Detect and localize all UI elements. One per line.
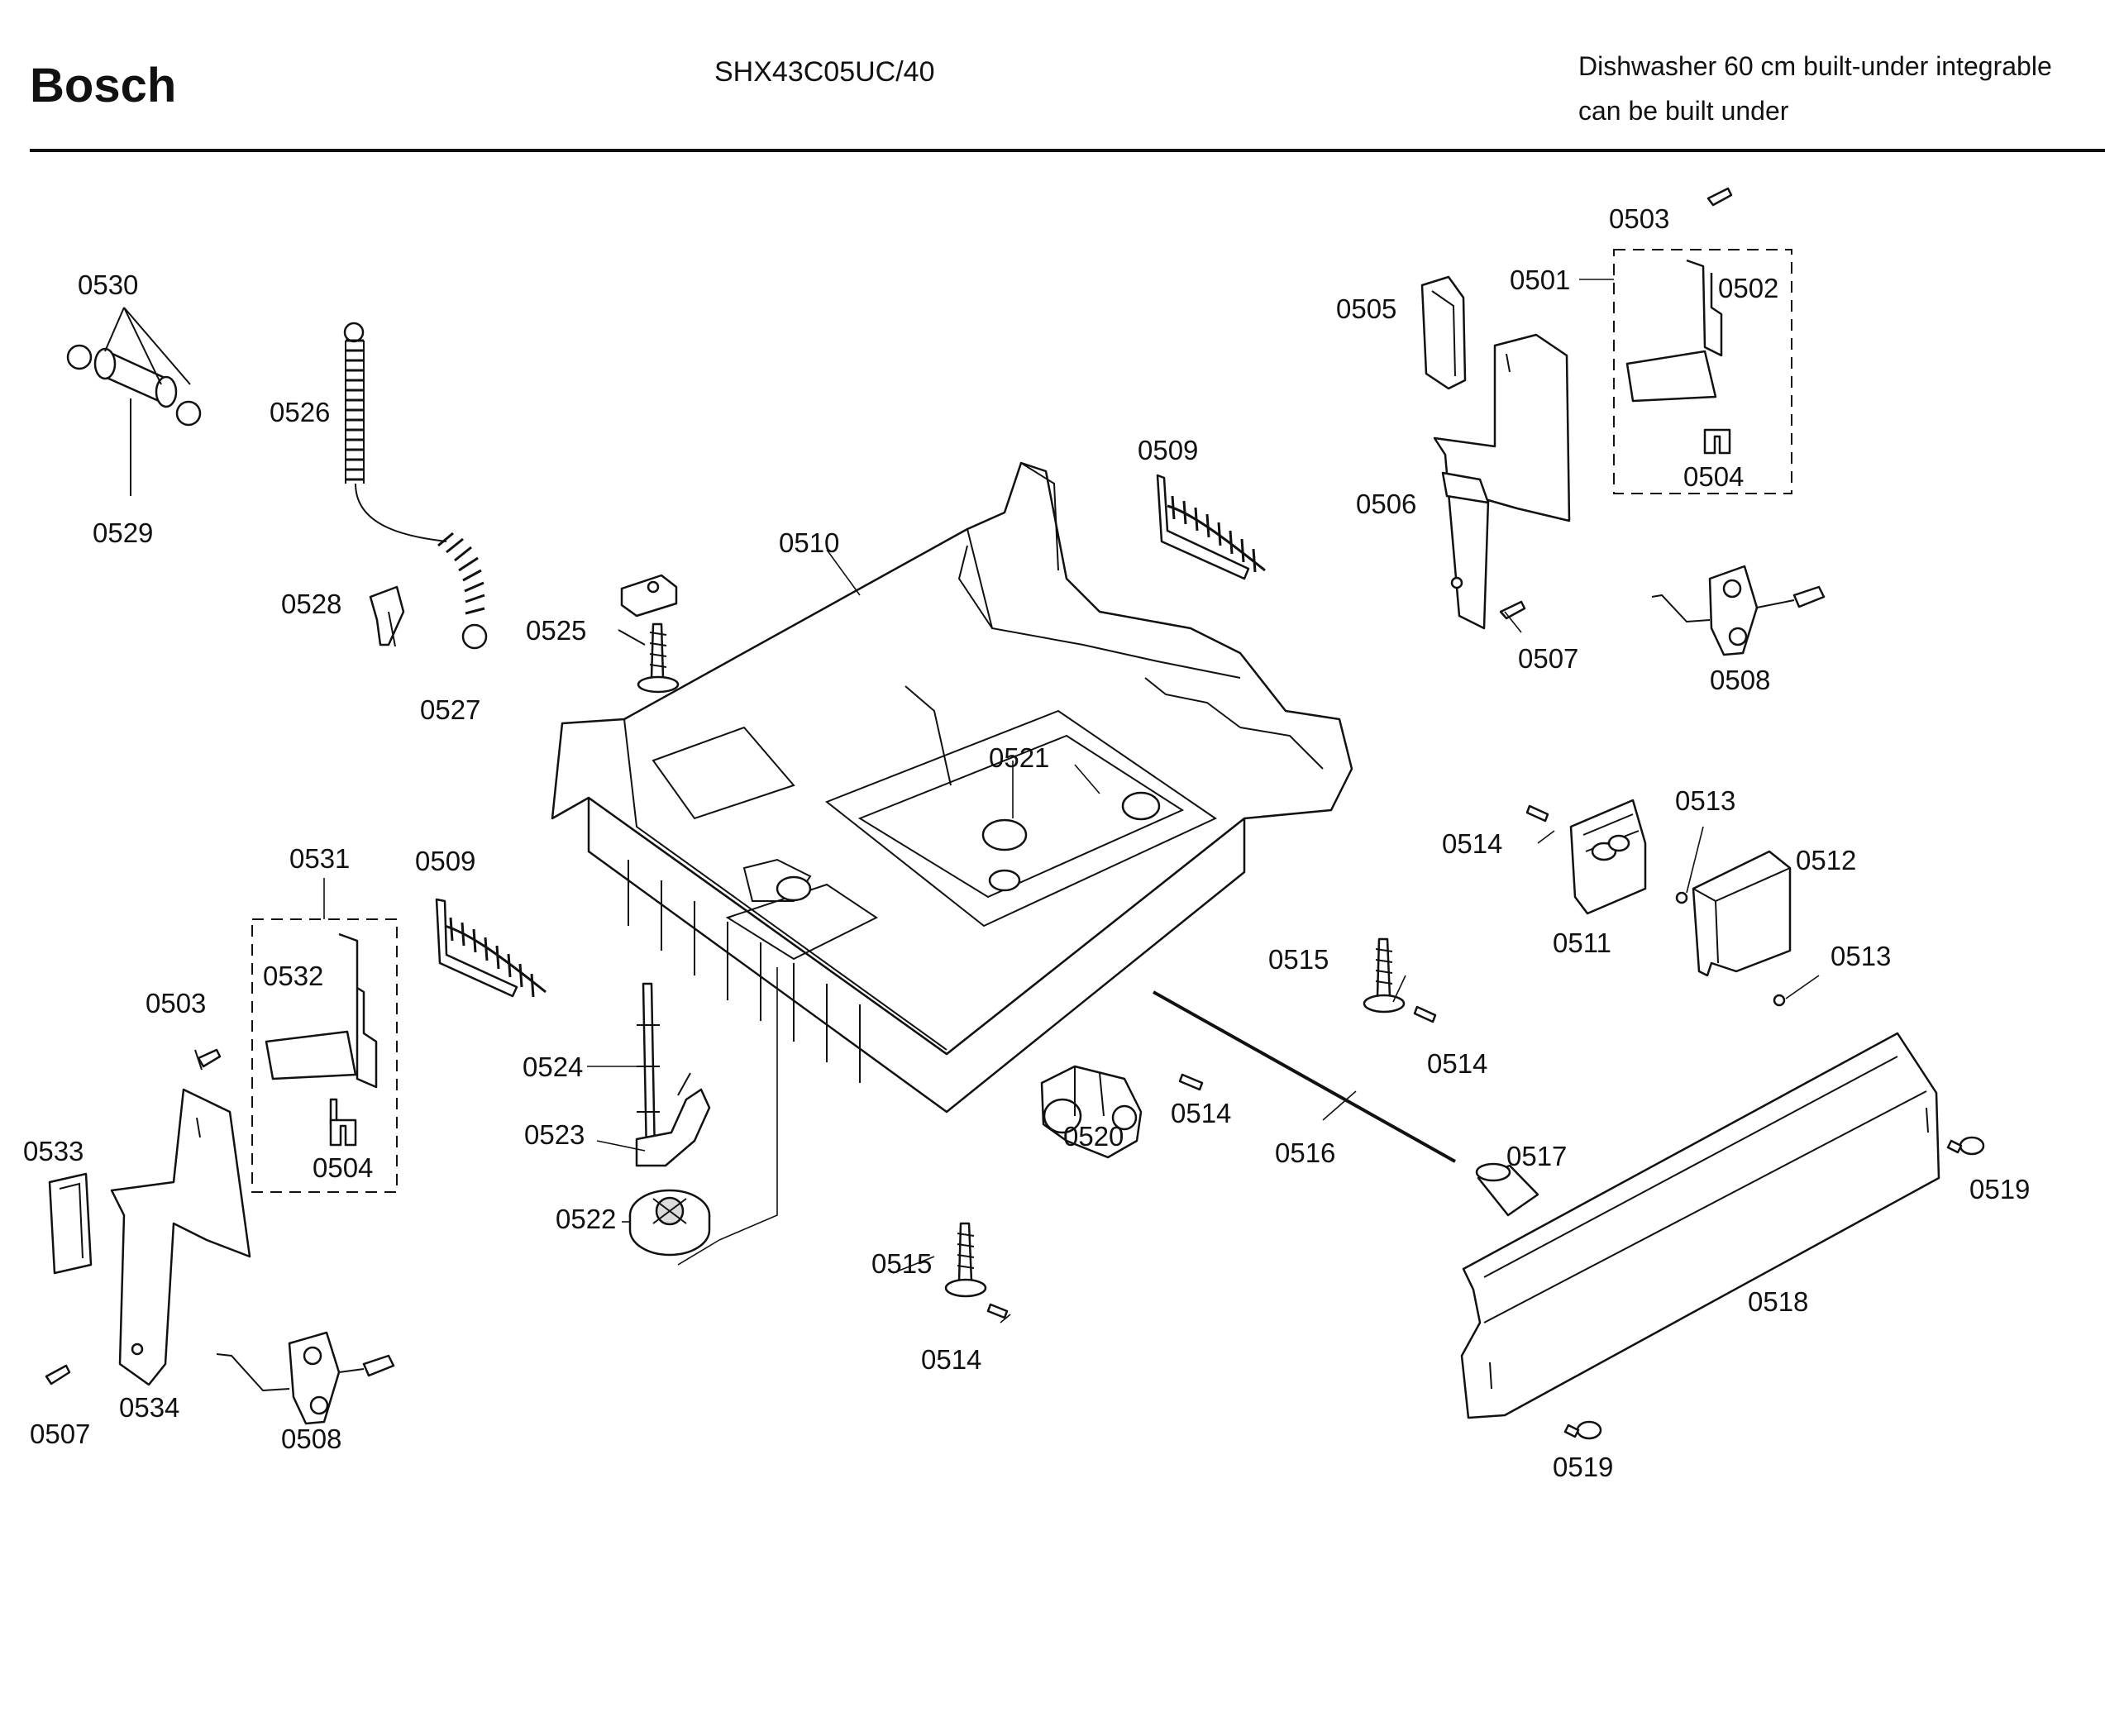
callout-0521: 0521 (989, 742, 1049, 773)
callout-0514-lower: 0514 (921, 1344, 981, 1375)
screw-0503-right (1706, 187, 1733, 207)
callout-0534: 0534 (119, 1392, 179, 1423)
callout-0501: 0501 (1510, 265, 1570, 295)
callout-0504-left: 0504 (313, 1152, 373, 1183)
float-rod-0524 (637, 982, 660, 1159)
door-cover-0533 (48, 1172, 93, 1275)
callout-0514-right: 0514 (1427, 1048, 1487, 1079)
callout-0507-left: 0507 (30, 1419, 90, 1449)
callout-0514-upper: 0514 (1442, 828, 1502, 859)
hinge-bracket-0502 (1625, 259, 1723, 403)
callout-0516: 0516 (1275, 1137, 1335, 1168)
hinge-plate-0534 (110, 1088, 251, 1386)
callout-0511: 0511 (1553, 928, 1611, 958)
kick-panel-0518 (1460, 1032, 1940, 1419)
callout-0509-bottom: 0509 (415, 846, 475, 876)
leader-lines (587, 549, 1820, 1323)
callout-0515-center: 0515 (871, 1248, 932, 1279)
callout-0509-top: 0509 (1138, 435, 1198, 465)
pump-wheel-0522 (628, 1189, 711, 1257)
callout-0508-left: 0508 (281, 1424, 341, 1454)
callout-0512: 0512 (1796, 845, 1856, 875)
door-cover-0505 (1420, 275, 1467, 390)
callout-0513-top: 0513 (1675, 785, 1735, 816)
callout-0525: 0525 (526, 615, 586, 646)
callout-0517: 0517 (1506, 1141, 1567, 1171)
screw-0514-pump (1178, 1073, 1204, 1091)
foot-screw-0525 (618, 574, 680, 694)
screw-0514-right (1413, 1005, 1437, 1023)
drain-hose-0526 (343, 322, 488, 650)
control-bracket-0511 (1569, 799, 1647, 915)
appliance-description-sub: can be built under (1578, 96, 1789, 126)
screw-0503-left (194, 1048, 222, 1071)
base-frame-0510 (551, 461, 1353, 1266)
callout-0526: 0526 (270, 397, 330, 427)
screw-0519-right (1946, 1136, 1985, 1156)
hinge-spring-0509-bottom (435, 898, 547, 998)
callout-0523: 0523 (524, 1119, 585, 1150)
header-divider (30, 149, 2105, 152)
rod-0516 (1153, 990, 1456, 1163)
callout-0522: 0522 (556, 1204, 616, 1234)
callout-0503-right: 0503 (1609, 203, 1669, 234)
callout-0531: 0531 (289, 843, 350, 874)
hose-connector-0529 (66, 307, 202, 496)
brand-title: Bosch (30, 59, 177, 112)
callout-0529: 0529 (93, 517, 153, 548)
screw-0514-upper (1525, 804, 1549, 823)
callout-0514-pump: 0514 (1171, 1098, 1231, 1128)
callout-labels: 0501 0502 0503 0503 0504 0504 0505 0506 … (23, 203, 2030, 1482)
screw-0513-bottom (1773, 994, 1786, 1007)
callout-0519-bottom: 0519 (1553, 1452, 1613, 1482)
callout-0527: 0527 (420, 694, 480, 725)
callout-0518: 0518 (1748, 1286, 1808, 1317)
hinge-bracket-0532 (265, 932, 378, 1126)
callout-0506: 0506 (1356, 489, 1416, 519)
callout-0524: 0524 (523, 1052, 583, 1082)
callout-0508-right: 0508 (1710, 665, 1770, 695)
float-switch-0523 (635, 1072, 711, 1167)
callout-0502: 0502 (1718, 273, 1778, 303)
appliance-description: Dishwasher 60 cm built-under integrable (1578, 51, 2052, 81)
callout-0503-left: 0503 (146, 988, 206, 1018)
callout-0513-bottom: 0513 (1831, 941, 1891, 971)
screw-0507-right (1499, 600, 1526, 620)
screw-0519-bottom (1563, 1420, 1602, 1440)
foot-0517 (1475, 1162, 1539, 1217)
callout-0532: 0532 (263, 961, 323, 991)
foot-screw-0515-center (944, 1222, 987, 1298)
screw-0513-top (1675, 891, 1688, 904)
hinge-cable-0508-right (1651, 565, 1826, 656)
model-number: SHX43C05UC/40 (714, 56, 935, 88)
foot-screw-0515-right (1363, 937, 1406, 1013)
spring-clip-0504-left (329, 1118, 357, 1147)
callout-0507-right: 0507 (1518, 643, 1578, 674)
callout-0510: 0510 (779, 527, 839, 558)
screw-0514-lower (986, 1303, 1009, 1319)
hinge-spring-0509-top (1156, 474, 1266, 580)
callout-0515-right: 0515 (1268, 944, 1329, 975)
drain-pump-0520 (1040, 1065, 1143, 1159)
clip-0528 (369, 585, 405, 647)
callout-0530: 0530 (78, 269, 138, 300)
callout-0519-right: 0519 (1969, 1174, 2030, 1204)
callout-0528: 0528 (281, 589, 341, 619)
cover-0512 (1692, 850, 1792, 977)
hinge-cable-0508-left (216, 1331, 395, 1425)
callout-0504-right: 0504 (1683, 461, 1744, 492)
callout-0533: 0533 (23, 1136, 84, 1166)
hinge-plate-0506 (1433, 333, 1571, 630)
callout-0520: 0520 (1063, 1121, 1124, 1152)
spring-clip-0504-right (1703, 428, 1731, 455)
screw-0507-left (45, 1364, 71, 1385)
callout-0505: 0505 (1336, 293, 1396, 324)
